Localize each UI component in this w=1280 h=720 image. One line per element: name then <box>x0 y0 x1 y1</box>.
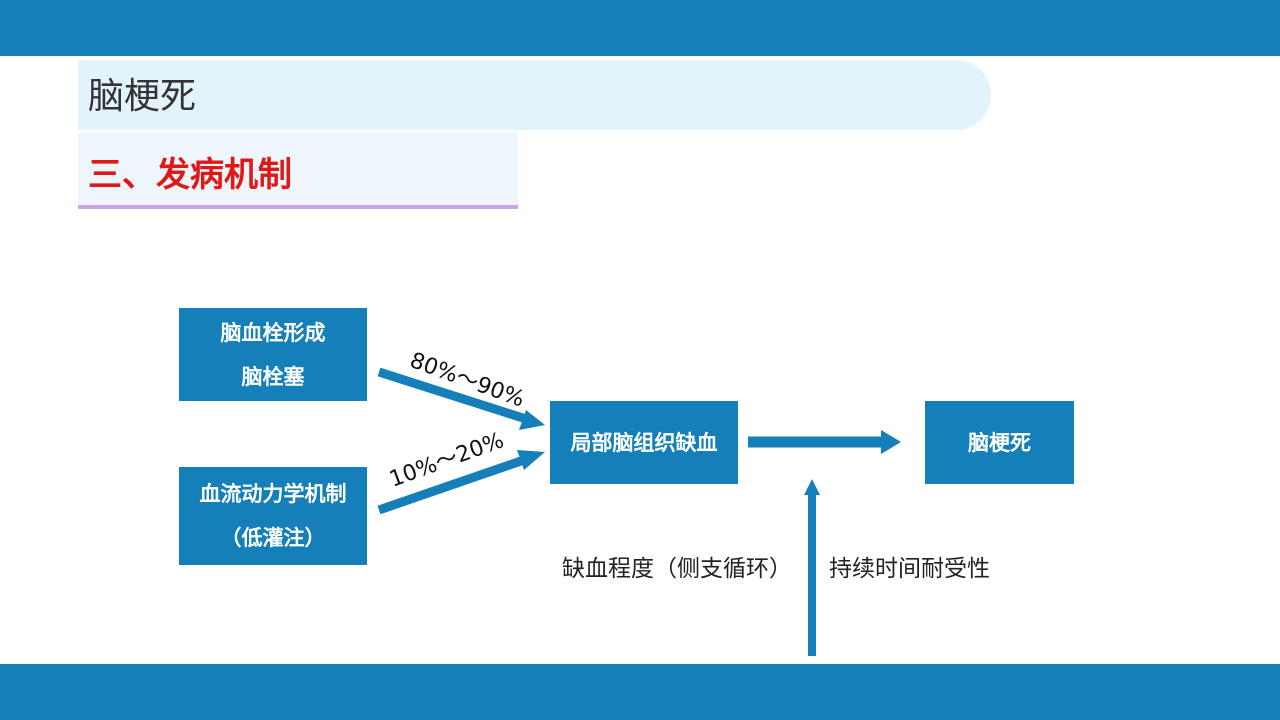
factor-ischemia-degree: 缺血程度（侧支循环） <box>562 556 792 582</box>
page-title: 脑梗死 <box>88 76 197 117</box>
box-local-ischemia: 局部脑组织缺血 <box>550 401 738 484</box>
arrow-hemodynamic-to-ischemia <box>377 450 545 515</box>
arrow-thrombosis-to-ischemia <box>377 367 545 430</box>
subtitle-underline <box>78 205 518 209</box>
section-subtitle: 三、发病机制 <box>88 155 292 195</box>
subtitle-band <box>78 133 518 205</box>
box-hemodynamic-line1: 血流动力学机制 <box>199 482 347 506</box>
box-hemodynamic-line2: （低灌注） <box>220 526 326 550</box>
box-hemodynamic: 血流动力学机制 （低灌注） <box>179 467 367 565</box>
box-thrombosis-line2: 脑栓塞 <box>241 364 305 389</box>
arrow-ischemia-to-infarct <box>748 430 901 454</box>
arrow-factors-up <box>804 479 820 656</box>
box-cerebral-infarction: 脑梗死 <box>925 401 1074 484</box>
box-thrombosis-embolism: 脑血栓形成 脑栓塞 <box>179 308 367 401</box>
title-band <box>78 60 956 130</box>
top-banner <box>0 0 1280 56</box>
box-local-ischemia-label: 局部脑组织缺血 <box>570 430 718 455</box>
box-thrombosis-line1: 脑血栓形成 <box>220 320 326 345</box>
bottom-banner <box>0 664 1280 720</box>
title-band-cap <box>921 60 991 130</box>
factor-duration-tolerance: 持续时间耐受性 <box>829 556 990 582</box>
box-cerebral-infarction-label: 脑梗死 <box>968 430 1031 455</box>
